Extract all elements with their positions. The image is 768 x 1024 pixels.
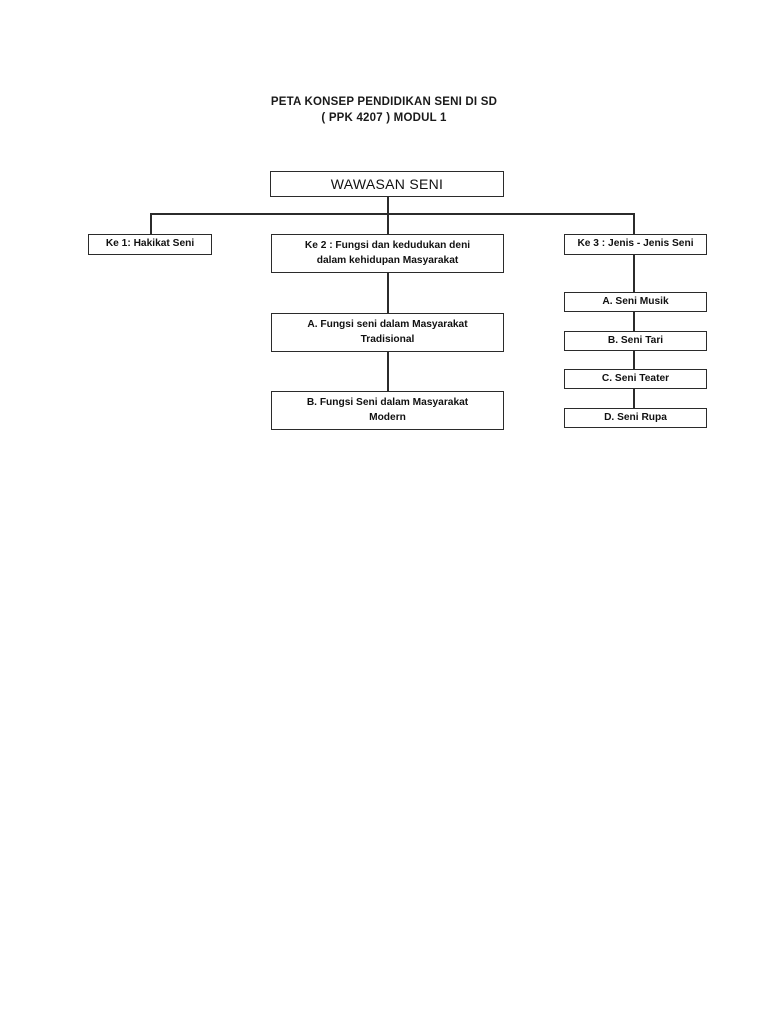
node-wawasan-seni[interactable]: WAWASAN SENI (270, 171, 504, 197)
connector-bus-to-ke1 (150, 213, 152, 235)
page-title-line-1: PETA KONSEP PENDIDIKAN SENI DI SD (270, 96, 498, 108)
node-ke3-child-b-label: B. Seni Tari (607, 334, 664, 346)
connector-ke3-to-child-c (633, 351, 635, 370)
node-wawasan-seni-label: WAWASAN SENI (330, 175, 444, 192)
page-title-line-2: ( PPK 4207 ) MODUL 1 (321, 112, 447, 124)
node-ke3-child-d-label: D. Seni Rupa (604, 411, 667, 423)
node-ke2-label: Ke 2 : Fungsi dan kedudukan deni dalam k… (278, 239, 497, 268)
connector-ke2-to-child-a (387, 273, 389, 313)
node-ke2-label-line-1: Ke 2 : Fungsi dan kedudukan deni (304, 240, 471, 251)
connector-bus-to-ke2 (387, 213, 389, 235)
node-ke2-child-b-modern[interactable]: B. Fungsi Seni dalam Masyarakat Modern (271, 391, 504, 430)
node-ke2-child-a-label: A. Fungsi seni dalam Masyarakat Tradisio… (278, 318, 497, 347)
node-ke2-child-b-line-2: Modern (369, 411, 406, 423)
node-ke1-hakikat-seni[interactable]: Ke 1: Hakikat Seni (88, 234, 212, 255)
node-ke2-child-a-tradisional[interactable]: A. Fungsi seni dalam Masyarakat Tradisio… (271, 313, 504, 352)
node-ke2-child-a-line-1: A. Fungsi seni dalam Masyarakat (307, 319, 468, 330)
node-ke3-child-a-seni-musik[interactable]: A. Seni Musik (564, 292, 707, 312)
connector-root-drop (387, 197, 389, 214)
connector-ke3-to-child-a (633, 255, 635, 293)
node-ke2-child-b-label: B. Fungsi Seni dalam Masyarakat Modern (278, 396, 497, 425)
node-ke3-label: Ke 3 : Jenis - Jenis Seni (577, 238, 694, 250)
node-ke2-child-b-line-1: B. Fungsi Seni dalam Masyarakat (306, 397, 469, 408)
node-ke3-child-c-seni-teater[interactable]: C. Seni Teater (564, 369, 707, 389)
node-ke3-child-d-seni-rupa[interactable]: D. Seni Rupa (564, 408, 707, 428)
node-ke3-jenis-jenis-seni[interactable]: Ke 3 : Jenis - Jenis Seni (564, 234, 707, 255)
node-ke3-child-b-seni-tari[interactable]: B. Seni Tari (564, 331, 707, 351)
connector-bus-to-ke3 (633, 213, 635, 235)
node-ke2-label-line-2: dalam kehidupan Masyarakat (316, 254, 459, 266)
node-ke1-label: Ke 1: Hakikat Seni (105, 238, 195, 250)
connector-ke2-to-child-b (387, 352, 389, 391)
page-title: PETA KONSEP PENDIDIKAN SENI DI SD ( PPK … (0, 94, 768, 126)
node-ke3-child-a-label: A. Seni Musik (602, 295, 669, 307)
connector-ke3-to-child-d (633, 389, 635, 409)
node-ke2-child-a-line-2: Tradisional (360, 333, 415, 345)
connector-bus-horizontal (150, 213, 635, 215)
node-ke2-fungsi-kedudukan[interactable]: Ke 2 : Fungsi dan kedudukan deni dalam k… (271, 234, 504, 273)
connector-ke3-to-child-b (633, 312, 635, 332)
node-ke3-child-c-label: C. Seni Teater (601, 372, 670, 384)
